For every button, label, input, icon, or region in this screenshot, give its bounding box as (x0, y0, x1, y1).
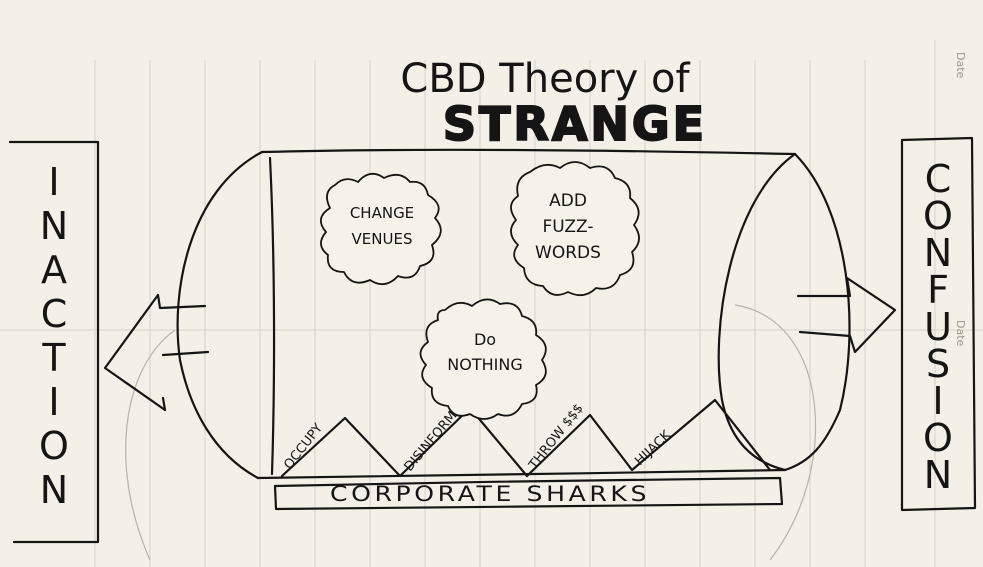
pencil-arc-left (125, 329, 176, 561)
cloud-change-venues (320, 172, 442, 286)
right-arrow (796, 276, 897, 354)
peak-label-disinform: DISINFORM (402, 409, 461, 475)
base-label: CORPORATE SHARKS (330, 482, 650, 506)
cylinder-right-cap-outer (783, 152, 851, 472)
inaction-box (8, 140, 100, 544)
cylinder-left-cap (176, 150, 264, 480)
page-mark-middle: Date (954, 320, 967, 347)
cylinder-top-edge (260, 148, 797, 156)
peak-outline (280, 398, 772, 478)
cloud-do-nothing (419, 298, 547, 420)
base-slab (273, 476, 784, 511)
cylinder-back-edge (268, 156, 276, 476)
cylinder-right-cap-inner (717, 152, 797, 472)
page-mark-top: Date (954, 52, 967, 79)
left-arrow (103, 293, 210, 412)
peak-label-hijack: HIJACK (632, 428, 674, 469)
confusion-box (900, 136, 977, 512)
title-line-2: STRANGE (443, 97, 707, 151)
pencil-arc-right (734, 304, 817, 561)
title-line-1: CBD Theory of (400, 56, 690, 102)
cloud-add-fuzz-words (510, 161, 640, 297)
peak-label-occupy: OCCUPY (281, 421, 326, 472)
cylinder-bottom-edge (256, 468, 787, 480)
